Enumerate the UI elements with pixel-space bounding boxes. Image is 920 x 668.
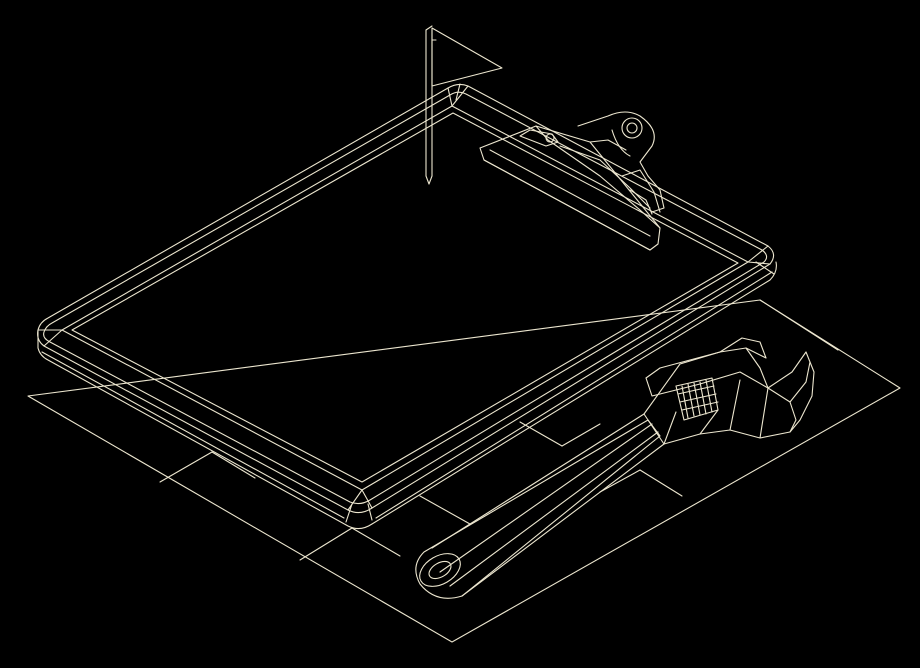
adjustable-wrench: [415, 337, 815, 599]
base-sheet: [27, 299, 901, 643]
corner-mesh: [37, 83, 775, 523]
clipboard-clip: [479, 111, 665, 251]
clipboard: [37, 83, 777, 530]
flag-pin: [425, 25, 503, 185]
